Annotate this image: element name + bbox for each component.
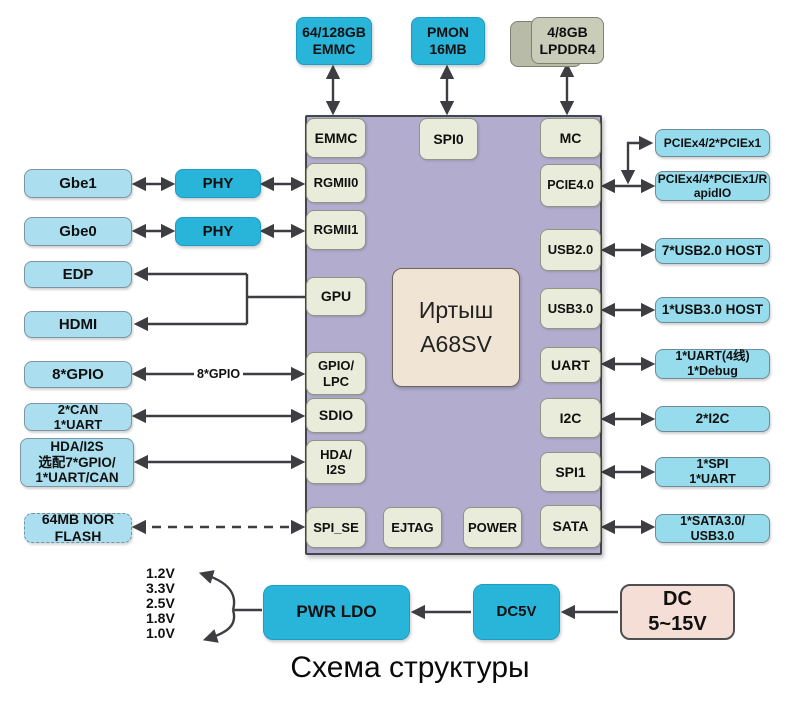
port-uart: UART [540,347,601,383]
port-usb20: USB2.0 [540,229,601,271]
block-usb3-host: 1*USB3.0 HOST [655,297,770,323]
block-hda-optional: HDA/I2S 选配7*GPIO/ 1*UART/CAN [20,438,134,487]
block-dc-input: DC 5~15V [620,584,735,640]
port-mc: MC [540,118,601,158]
chip-name: Иртыш A68SV [392,268,520,387]
block-uart-debug: 1*UART(4线) 1*Debug [655,349,770,379]
block-8gpio: 8*GPIO [24,361,132,388]
block-can-uart: 2*CAN 1*UART [24,402,132,432]
voltage-label-1v2: 1.2V [146,565,175,581]
block-pwr-ldo: PWR LDO [263,585,410,640]
port-sata: SATA [540,505,601,548]
voltage-label-3v3: 3.3V [146,580,175,596]
port-usb30: USB3.0 [540,288,601,329]
block-pciex2: PCIEx4/2*PCIEx1 [655,129,770,157]
arrow-fork-down [202,609,236,643]
port-ejtag: EJTAG [383,507,442,548]
block-edp: EDP [24,261,132,288]
port-rgmii1: RGMII1 [306,210,366,250]
port-gpu: GPU [306,277,366,316]
port-spi-se: SPI_SE [306,507,366,548]
block-pciex4-rapidio: PCIEx4/4*PCIEx1/R apidIO [655,171,770,201]
port-spi0: SPI0 [419,118,478,160]
block-usb2-host: 7*USB2.0 HOST [655,238,770,264]
port-sdio: SDIO [306,398,366,433]
block-gbe0: Gbe0 [24,217,132,246]
port-pcie40: PCIE4.0 [540,164,601,207]
port-gpio-lpc: GPIO/ LPC [306,352,366,395]
port-i2c: I2C [540,398,601,438]
block-phy-upper: PHY [175,169,261,198]
connector-arrows [131,62,656,643]
voltage-label-1v0: 1.0V [146,625,175,641]
line-gpu-branch [245,274,306,324]
port-emmc: EMMC [306,118,366,158]
port-spi1: SPI1 [540,452,601,492]
arrow-fork-up [198,570,236,611]
port-hda-i2s: HDA/ I2S [306,440,366,484]
diagram-title: Схема структуры [290,651,530,684]
port-power: POWER [463,507,522,548]
voltage-rail-list: 1.2V 3.3V 2.5V 1.8V 1.0V [146,566,175,641]
block-2i2c: 2*I2C [655,406,770,432]
arrow-pcie-x2-branch [620,135,654,185]
voltage-label-2v5: 2.5V [146,595,175,611]
block-emmc-memory: 64/128GB EMMC [296,17,372,65]
block-hdmi: HDMI [24,311,132,338]
block-phy-lower: PHY [175,217,261,246]
block-sata3-usb3: 1*SATA3.0/ USB3.0 [655,514,770,543]
gpio-bus-label: 8*GPIO [194,366,244,382]
block-gbe1: Gbe1 [24,169,132,198]
block-lpddr4: 4/8GB LPDDR4 [531,17,604,64]
block-spi-uart: 1*SPI 1*UART [655,457,770,487]
block-nor-flash: 64MB NOR FLASH [24,511,132,544]
voltage-label-1v8: 1.8V [146,610,175,626]
block-pmon: PMON 16MB [411,17,485,65]
port-rgmii0: RGMII0 [306,163,366,203]
block-dc5v: DC5V [473,584,560,640]
